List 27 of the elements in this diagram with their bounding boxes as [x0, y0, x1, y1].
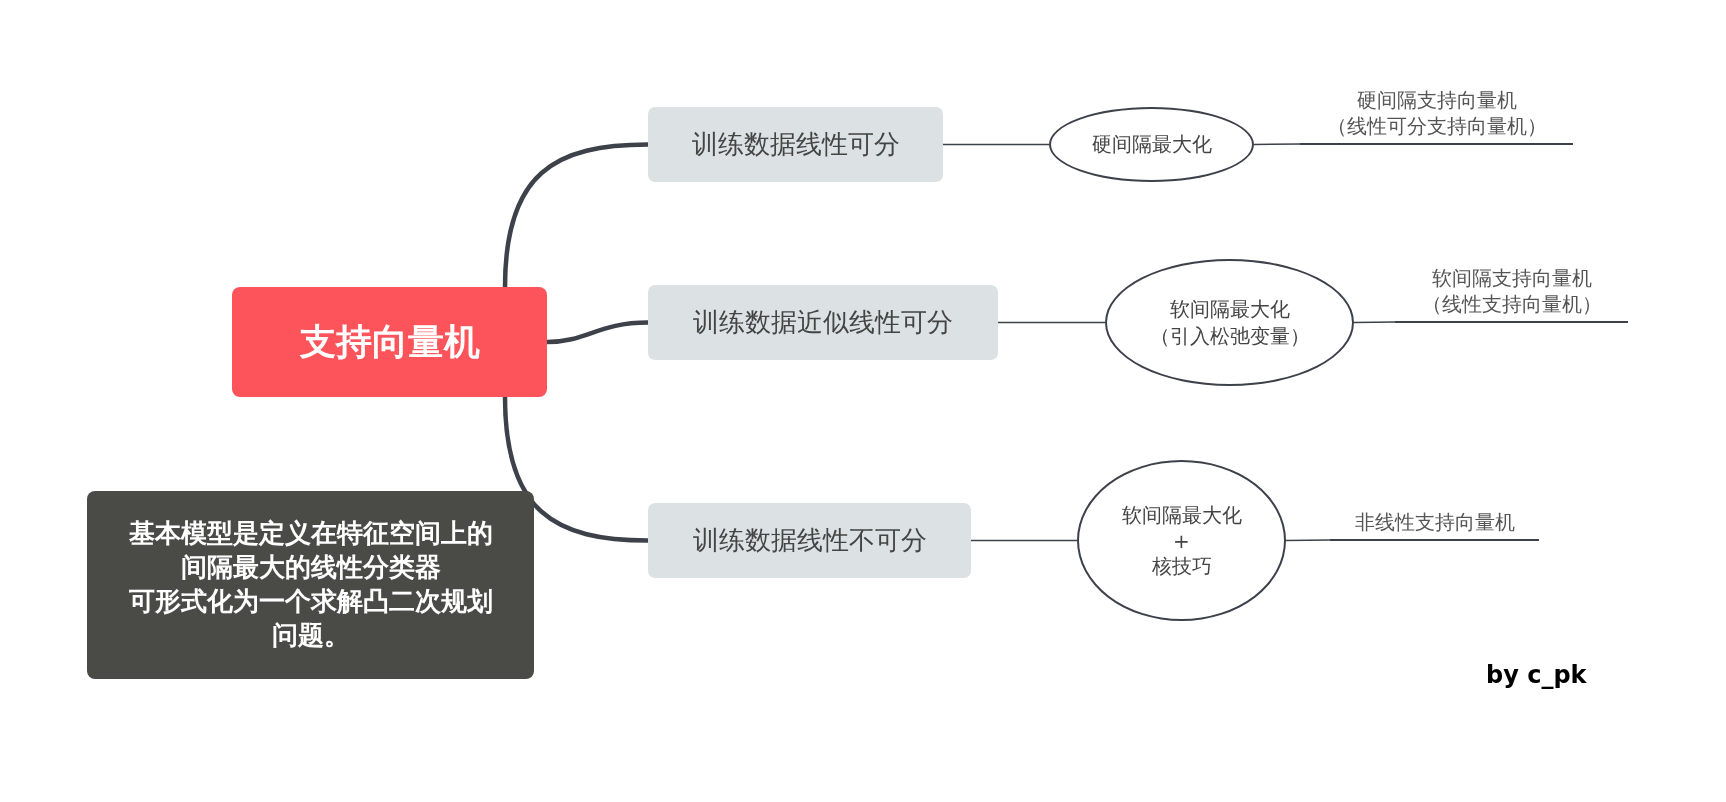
topic-label: 训练数据近似线性可分 [693, 306, 953, 339]
topic-label: 硬间隔最大化 [1091, 131, 1212, 158]
central-topic-box [232, 287, 547, 397]
topic-label: 软间隔最大化（引入松弛变量） [1149, 295, 1310, 350]
connector-line [1253, 143, 1301, 146]
connector-line [997, 321, 1106, 324]
connector-line [546, 320, 649, 345]
topic-box [648, 285, 998, 360]
connector-line [502, 396, 649, 543]
topic-label: 非线性支持向量机 [1354, 509, 1515, 535]
connector-line [502, 142, 649, 288]
note-text: 基本模型是定义在特征空间上的间隔最大的线性分类器 [127, 517, 494, 585]
topic-label: 支持向量机 [299, 319, 480, 364]
topic-box [648, 107, 943, 182]
topic-label: 软间隔支持向量机（线性支持向量机） [1421, 265, 1602, 317]
note-text: 可形式化为一个求解凸二次规划问题。 [127, 585, 494, 652]
topic-label: 训练数据线性不可分 [692, 524, 927, 557]
topic-box [648, 503, 971, 578]
topic-label: 硬间隔支持向量机（线性可分支持向量机） [1326, 87, 1547, 139]
connector-line [942, 143, 1050, 146]
topic-label: 软间隔最大化 + 核技巧 [1121, 501, 1242, 580]
connector-line [970, 539, 1078, 542]
connector-line [1285, 539, 1331, 542]
topic-label: 训练数据线性可分 [691, 128, 900, 161]
author-signature: by c_pk [1486, 661, 1587, 689]
note-box [87, 491, 534, 679]
connector-line [1353, 321, 1396, 324]
